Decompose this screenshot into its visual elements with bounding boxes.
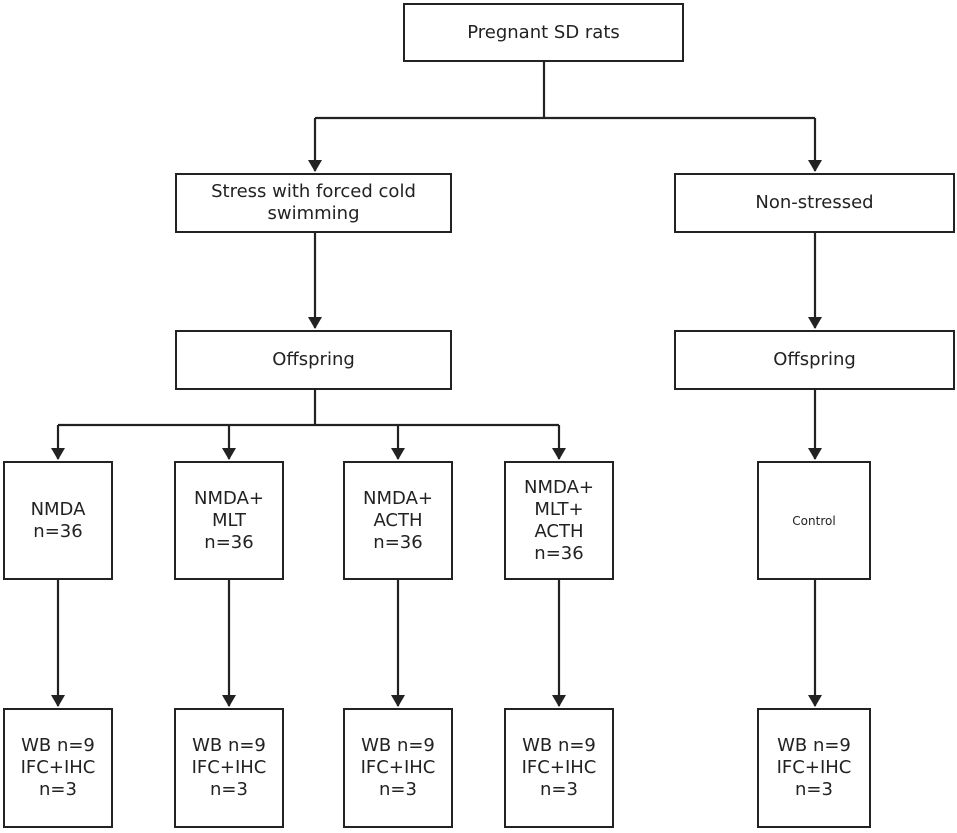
assay-nmda-acth-box: WB n=9 IFC+IHC n=3 <box>343 708 453 828</box>
assay-nmda-mlt-box: WB n=9 IFC+IHC n=3 <box>174 708 284 828</box>
offspring-control-box: Offspring <box>674 330 955 390</box>
group-control-box: Control <box>757 461 871 580</box>
assay-nmda-box: WB n=9 IFC+IHC n=3 <box>3 708 113 828</box>
non-stressed-box: Non-stressed <box>674 173 955 233</box>
pregnant-sd-rats-box: Pregnant SD rats <box>403 3 684 62</box>
assay-nmda-mlt-acth-box: WB n=9 IFC+IHC n=3 <box>504 708 614 828</box>
offspring-stressed-box: Offspring <box>175 330 452 390</box>
stress-forced-cold-swimming-box: Stress with forced cold swimming <box>175 173 452 233</box>
assay-control-box: WB n=9 IFC+IHC n=3 <box>757 708 871 828</box>
group-nmda-mlt-box: NMDA+ MLT n=36 <box>174 461 284 580</box>
group-nmda-box: NMDA n=36 <box>3 461 113 580</box>
group-nmda-mlt-acth-box: NMDA+ MLT+ ACTH n=36 <box>504 461 614 580</box>
group-nmda-acth-box: NMDA+ ACTH n=36 <box>343 461 453 580</box>
